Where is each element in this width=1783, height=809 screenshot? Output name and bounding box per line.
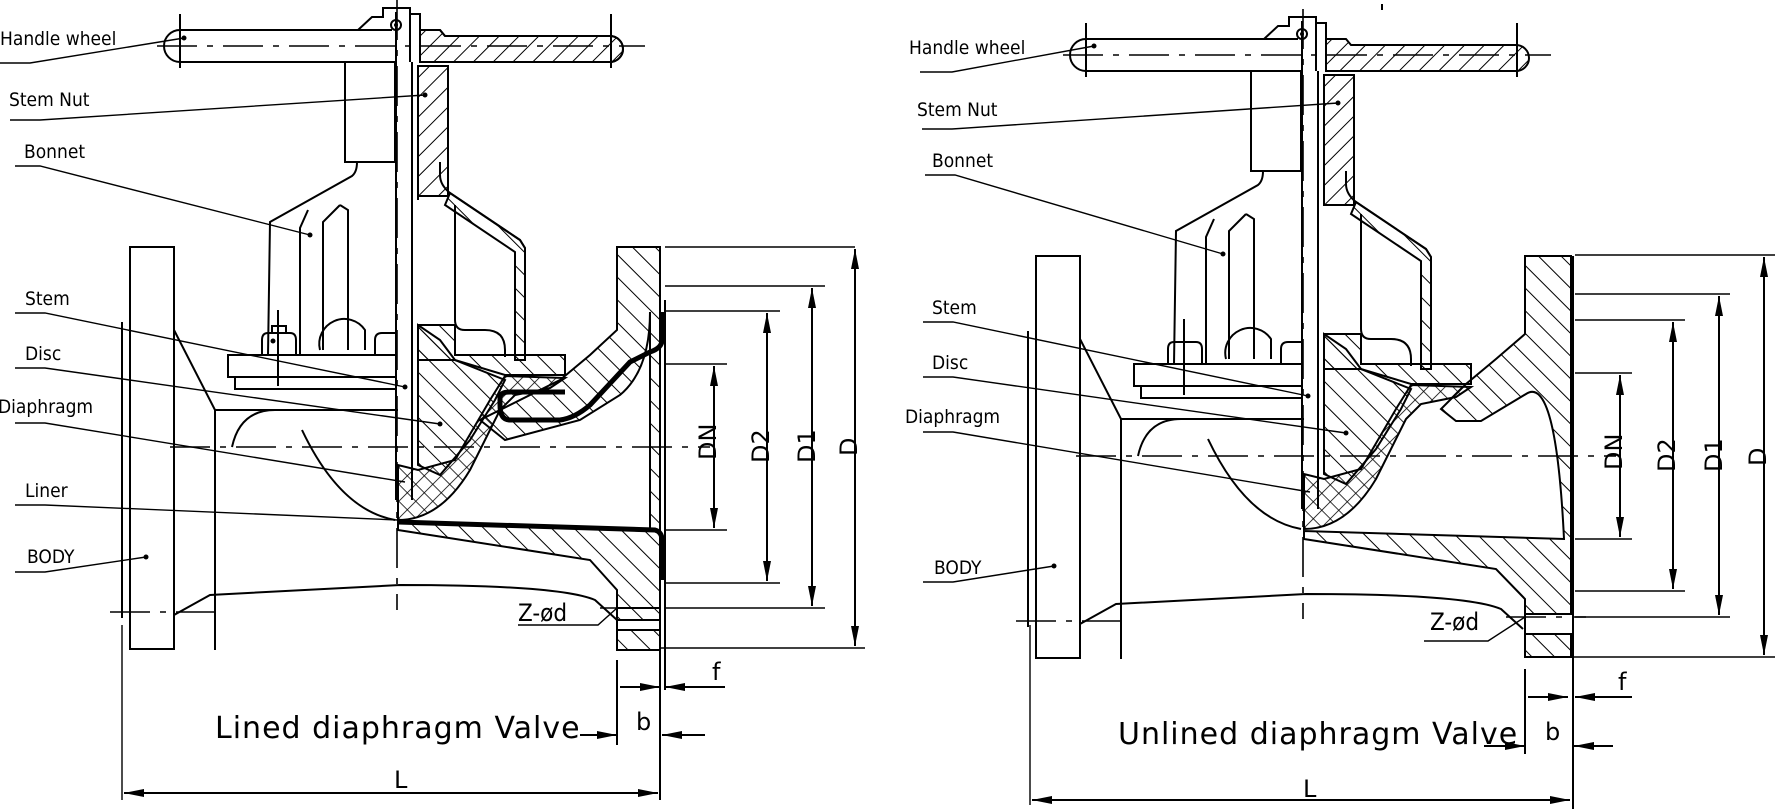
stem-nut (344, 61, 449, 200)
stem-nut (1250, 70, 1355, 206)
handle-wheel (157, 7, 645, 68)
label-bonnet: Bonnet (24, 141, 85, 163)
liner (397, 312, 665, 580)
label-handle-wheel: Handle wheel (909, 37, 1025, 59)
stem (395, 0, 413, 610)
dim-bolt-holes: Z-ød (518, 599, 567, 627)
label-diaphragm: Diaphragm (0, 396, 93, 418)
dim-D2: D2 (1653, 438, 1681, 472)
dimension-labels: Z-ød DN D2 D1 D f b L (394, 424, 863, 794)
label-body: BODY (934, 557, 982, 579)
label-handle-wheel: Handle wheel (0, 28, 116, 50)
dim-D1: D1 (793, 429, 821, 463)
handle-wheel (1063, 16, 1551, 77)
dim-D: D (835, 438, 863, 456)
lined-valve-drawing: Handle wheel Stem Nut Bonnet Stem Disc D… (0, 0, 865, 800)
dimension-labels: Z-ød DN D2 D1 D f b L (1303, 434, 1772, 803)
leader-lines (0, 35, 443, 573)
dim-D1: D1 (1700, 438, 1728, 472)
leader-lines (920, 43, 1349, 583)
dim-DN: DN (694, 424, 722, 460)
dim-b: b (636, 708, 651, 736)
diaphragm (397, 374, 569, 522)
flange-dimensions (1029, 254, 1775, 805)
caption-lined: Lined diaphragm Valve (215, 711, 581, 746)
unlined-valve-drawing: Handle wheel Stem Nut Bonnet Stem Disc D… (905, 4, 1775, 809)
bonnet (267, 161, 526, 361)
dim-D: D (1744, 448, 1772, 466)
bonnet (1173, 170, 1432, 370)
label-diaphragm: Diaphragm (905, 406, 1000, 428)
valve-body (1016, 255, 1586, 809)
dim-L: L (1303, 775, 1317, 803)
label-stem-nut: Stem Nut (9, 89, 90, 111)
label-stem: Stem (25, 288, 70, 310)
diaphragm (1303, 383, 1475, 531)
label-disc: Disc (25, 343, 61, 365)
caption-unlined: Unlined diaphragm Valve (1118, 717, 1518, 752)
label-bonnet: Bonnet (932, 150, 993, 172)
dim-DN: DN (1600, 434, 1628, 470)
label-body: BODY (27, 546, 75, 568)
dim-b: b (1545, 718, 1560, 746)
stem (1301, 9, 1319, 619)
label-liner: Liner (25, 480, 69, 502)
dim-L: L (394, 766, 408, 794)
part-labels: Handle wheel Stem Nut Bonnet Stem Disc D… (905, 37, 1025, 579)
label-stem: Stem (932, 297, 977, 319)
part-labels: Handle wheel Stem Nut Bonnet Stem Disc D… (0, 28, 116, 568)
dim-f: f (1618, 668, 1627, 696)
label-disc: Disc (932, 352, 968, 374)
dim-bolt-holes: Z-ød (1430, 608, 1479, 636)
label-stem-nut: Stem Nut (917, 99, 998, 121)
dim-D2: D2 (747, 429, 775, 463)
dim-f: f (712, 658, 721, 686)
flange-dimensions (121, 246, 865, 800)
